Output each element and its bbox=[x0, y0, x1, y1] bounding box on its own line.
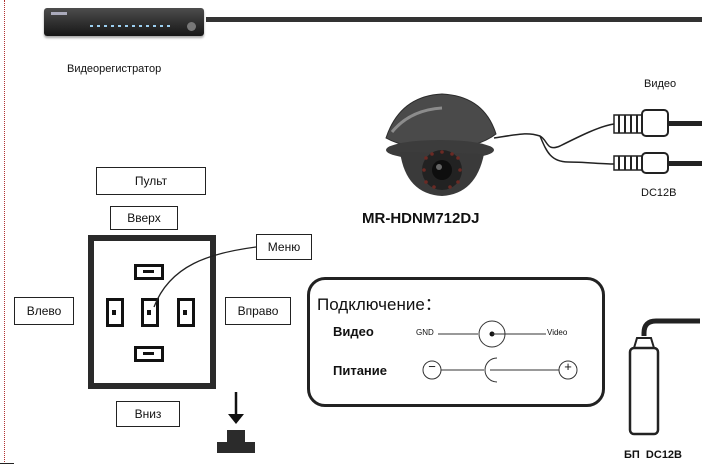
power-cable-label: DC12B bbox=[641, 187, 677, 199]
menu-callout-line bbox=[153, 246, 257, 308]
connection-title: Подключение： bbox=[317, 295, 442, 314]
remote-menu-label: Меню bbox=[256, 234, 312, 260]
dvr-brand-mark bbox=[51, 12, 67, 15]
psu-label: БП DC12B bbox=[624, 449, 682, 461]
video-pin-label: Video bbox=[547, 328, 568, 337]
dvr-indicator-leds bbox=[90, 25, 174, 27]
power-supply-unit-icon bbox=[628, 337, 660, 436]
remote-up-button[interactable] bbox=[134, 264, 164, 280]
remote-panel bbox=[88, 235, 216, 389]
remote-left-button[interactable] bbox=[106, 298, 124, 327]
remote-left-label: Влево bbox=[14, 297, 74, 325]
connection-schematic bbox=[422, 320, 578, 383]
remote-down-label: Вниз bbox=[116, 401, 180, 427]
dvr-device-image bbox=[44, 8, 204, 36]
camera-cable-diagram bbox=[385, 93, 702, 196]
power-plus-sign: + bbox=[564, 359, 572, 374]
remote-title-label: Пульт bbox=[96, 167, 206, 195]
camera-model-label: MR-HDNM712DJ bbox=[362, 210, 480, 227]
video-bnc-connector-icon bbox=[613, 109, 702, 137]
video-cable bbox=[493, 123, 615, 149]
power-dc-connector-icon bbox=[613, 152, 702, 174]
power-schematic-icon bbox=[422, 357, 578, 383]
dvr-power-button-icon bbox=[187, 22, 196, 31]
connection-panel bbox=[307, 277, 605, 407]
psu-cable bbox=[641, 318, 700, 336]
remote-right-button[interactable] bbox=[177, 298, 195, 327]
remote-down-button[interactable] bbox=[134, 346, 164, 362]
remote-right-label: Вправо bbox=[225, 297, 291, 325]
power-minus-sign: − bbox=[428, 359, 436, 374]
remote-up-label: Вверх bbox=[110, 206, 178, 230]
dvr-label: Видеорегистратор bbox=[67, 63, 162, 75]
power-supply-diagram bbox=[628, 318, 700, 436]
page-margin-line bbox=[4, 0, 5, 464]
video-cable-label: Видео bbox=[644, 78, 677, 90]
dome-camera-image bbox=[385, 93, 497, 196]
frame-corner bbox=[0, 463, 14, 464]
press-button-icon bbox=[217, 392, 255, 453]
dvr-cable-line bbox=[206, 17, 702, 22]
gnd-pin-label: GND bbox=[416, 328, 434, 337]
power-cable bbox=[539, 135, 615, 165]
video-bnc-schematic-icon bbox=[438, 320, 546, 348]
connection-video-label: Видео bbox=[333, 324, 374, 339]
connection-power-label: Питание bbox=[333, 363, 388, 378]
